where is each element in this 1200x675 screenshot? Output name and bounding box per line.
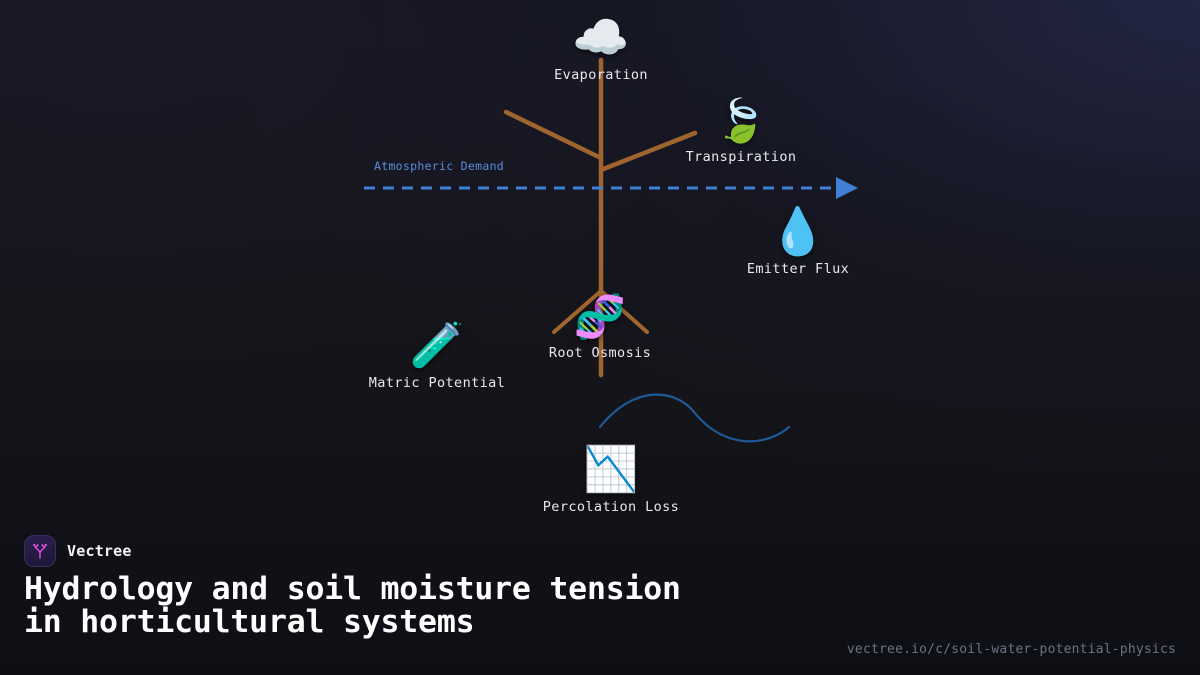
diagram-node-label: Transpiration <box>685 149 797 165</box>
atmospheric-demand-arrowhead <box>836 177 858 199</box>
cloud-icon: ☁️ <box>572 10 630 64</box>
diagram-node-label: Emitter Flux <box>746 261 850 277</box>
diagram-node-percolation-loss[interactable]: 📉 Percolation Loss <box>511 444 711 516</box>
branch-upper-left <box>503 109 604 161</box>
branch-upper-right <box>598 130 698 173</box>
brand-lockup[interactable]: Vectree <box>24 535 132 567</box>
root-left <box>552 289 603 334</box>
diagram-node-transpiration[interactable]: 🍃 Transpiration <box>641 96 841 166</box>
root-right <box>599 289 649 334</box>
diagram-node-matric-potential[interactable]: 🧪 Matric Potential <box>337 320 537 392</box>
diagram-vector-layer <box>364 57 858 443</box>
brand-name: Vectree <box>67 542 132 560</box>
vectree-tree-logo-icon <box>24 535 56 567</box>
water-droplet-icon: 💧 <box>769 204 827 258</box>
diagram-node-label: Percolation Loss <box>542 499 680 515</box>
diagram-node-evaporation[interactable]: ☁️ Evaporation <box>501 14 701 83</box>
page-title: Hydrology and soil moisture tension in h… <box>24 571 681 640</box>
diagram-node-label: Root Osmosis <box>548 345 652 361</box>
test-tube-icon: 🧪 <box>409 320 465 371</box>
card-footer: Vectree Hydrology and soil moisture tens… <box>0 525 1200 675</box>
dna-helix-icon: 🧬 <box>573 292 627 341</box>
diagram-node-label: Matric Potential <box>368 375 506 391</box>
diagram-node-root-osmosis[interactable]: 🧬 Root Osmosis <box>500 292 700 362</box>
moisture-wave-curve <box>598 393 791 443</box>
annotation-label-atmospheric-demand: Atmospheric Demand <box>374 159 505 173</box>
footer-url: vectree.io/c/soil-water-potential-physic… <box>846 642 1176 657</box>
leaf-fluttering-icon: 🍃 <box>714 96 768 145</box>
chart-decreasing-icon: 📉 <box>583 444 639 495</box>
diagram-node-emitter-flux[interactable]: 💧 Emitter Flux <box>698 208 898 277</box>
hydrology-diagram: ☁️ Evaporation 🍃 Transpiration 💧 Emitter… <box>337 14 898 516</box>
diagram-node-label: Evaporation <box>554 67 648 83</box>
